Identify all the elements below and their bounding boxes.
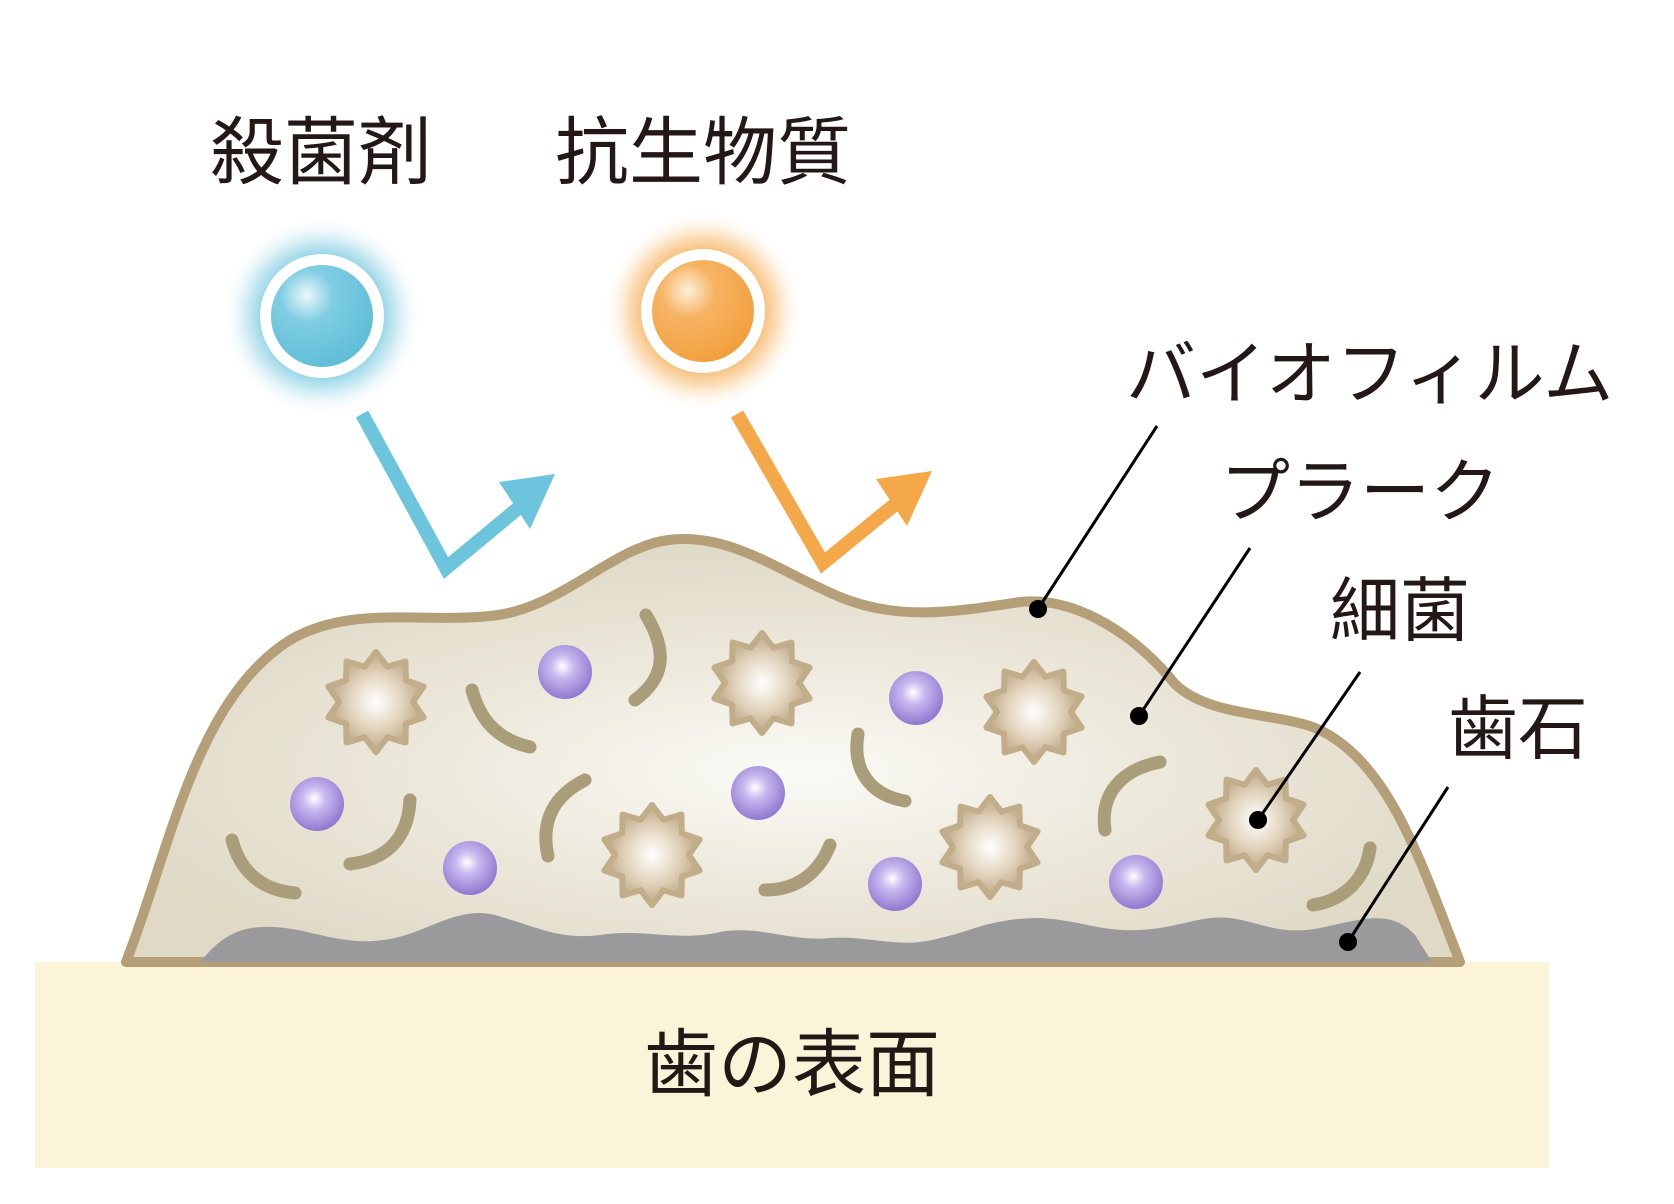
coccus-bacterium bbox=[443, 841, 497, 895]
rod-bacterium bbox=[628, 608, 667, 707]
coccus-bacterium bbox=[1109, 855, 1163, 909]
bactericide-label: 殺菌剤 bbox=[210, 110, 432, 196]
tartar-leader-line bbox=[1346, 786, 1450, 943]
plaque-dot bbox=[1130, 707, 1148, 725]
biofilm-plaque bbox=[121, 533, 1465, 967]
rod-bacterium bbox=[1306, 841, 1377, 912]
spiky-bacterium bbox=[601, 802, 703, 908]
antibiotic-agent bbox=[603, 211, 803, 411]
antibiotic-label: 抗生物質 bbox=[555, 110, 851, 196]
rod-bacterium bbox=[225, 833, 302, 900]
spiky-bacterium bbox=[939, 794, 1041, 900]
rod-bacterium bbox=[539, 773, 592, 863]
spiky-bacterium bbox=[325, 649, 427, 755]
tooth-surface bbox=[35, 962, 1549, 1168]
rod-bacterium bbox=[1097, 755, 1167, 837]
cocci-group bbox=[290, 645, 1163, 911]
biofilm-leader-line bbox=[1036, 425, 1159, 610]
bacteria-label: 細菌 bbox=[1330, 570, 1470, 652]
bactericide-agent bbox=[222, 216, 422, 416]
bactericide-bounce-arrow-icon bbox=[355, 410, 555, 579]
orange-sphere-icon bbox=[652, 260, 754, 362]
blue-sphere-icon bbox=[271, 265, 373, 367]
biofilm-label: バイオフィルム bbox=[1126, 333, 1613, 415]
spiky-bacterium bbox=[983, 659, 1085, 765]
rod-bacterium bbox=[343, 793, 417, 871]
rod-bacterium bbox=[465, 683, 537, 754]
plaque-leader-line bbox=[1137, 547, 1252, 717]
tartar-dot bbox=[1339, 933, 1357, 951]
coccus-bacterium bbox=[538, 645, 592, 699]
bacteria-dot bbox=[1249, 811, 1267, 829]
tooth-surface-label: 歯の表面 bbox=[644, 1022, 940, 1108]
leader-lines bbox=[1036, 425, 1450, 943]
plaque-label: プラーク bbox=[1220, 451, 1500, 533]
callout-dots bbox=[1029, 600, 1357, 951]
biofilm-dot bbox=[1029, 600, 1047, 618]
antibiotic-bounce-arrow-icon bbox=[730, 410, 932, 574]
coccus-bacterium bbox=[731, 766, 785, 820]
rod-bacterium bbox=[850, 727, 912, 808]
spiky-bacterium bbox=[711, 630, 813, 736]
coccus-bacterium bbox=[868, 857, 922, 911]
tartar-layer bbox=[200, 913, 1432, 962]
rod-bacterium bbox=[758, 838, 837, 897]
bacteria-leader-line bbox=[1256, 671, 1362, 821]
tartar-label: 歯石 bbox=[1448, 688, 1588, 770]
coccus-bacterium bbox=[290, 777, 344, 831]
coccus-bacterium bbox=[889, 671, 943, 725]
rod-bacteria-group bbox=[225, 608, 1377, 912]
